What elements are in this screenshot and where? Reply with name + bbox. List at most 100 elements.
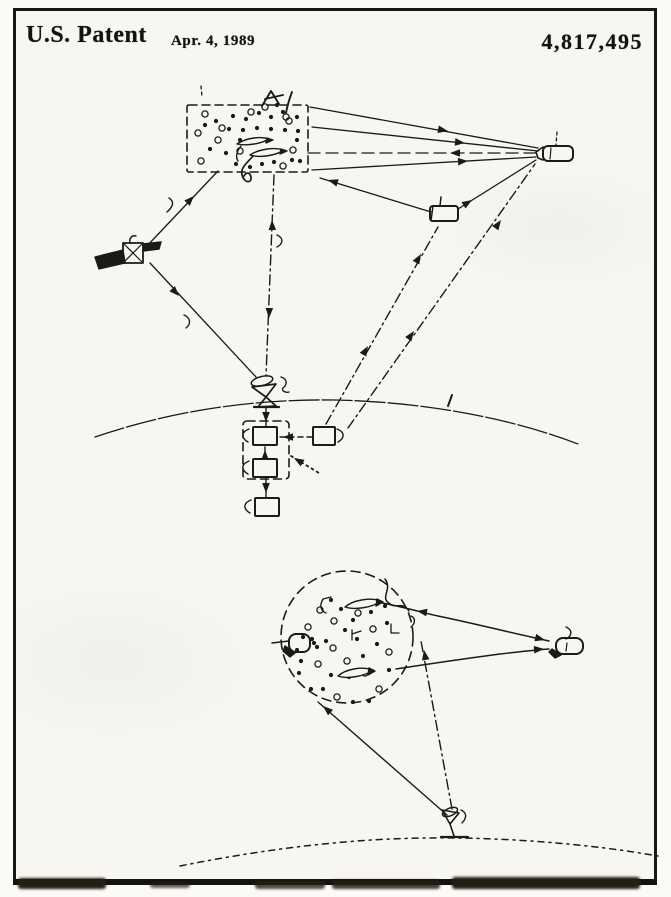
mark xyxy=(261,450,269,460)
reference-hook xyxy=(242,428,250,443)
cloud-particles xyxy=(194,102,303,170)
tick-mark xyxy=(200,85,203,98)
radar-beam-4 xyxy=(311,156,537,171)
mark xyxy=(533,645,544,654)
scan-smudge xyxy=(18,878,106,889)
reference-hook xyxy=(244,499,252,514)
cloud-particles xyxy=(294,597,393,705)
mark xyxy=(421,650,430,661)
output-box xyxy=(254,497,280,517)
comm-link-cloud-ground xyxy=(265,174,275,377)
reference-mark xyxy=(390,623,400,634)
sightline-left-sat-to-cloud xyxy=(145,170,219,248)
radar-beam-1 xyxy=(309,106,539,149)
figure-2-decoy-cloud-diagram xyxy=(179,570,659,867)
bus-strut xyxy=(122,242,144,264)
mark xyxy=(454,138,465,146)
satellite-stub xyxy=(271,640,290,644)
patent-date: Apr. 4, 1989 xyxy=(171,33,256,49)
reference-slash-mark xyxy=(285,91,293,114)
reentry-vehicle-1-tip xyxy=(265,137,274,144)
mark xyxy=(405,331,414,342)
mark xyxy=(457,157,468,166)
mark xyxy=(328,179,339,187)
satellite-nose xyxy=(535,146,544,161)
reference-tick xyxy=(447,394,453,407)
ground-antenna-dish xyxy=(441,806,459,818)
reference-hook xyxy=(336,428,344,443)
solar-panel-left xyxy=(94,249,126,270)
sightline-ground-to-cloud xyxy=(317,701,448,816)
reference-hook xyxy=(166,197,174,213)
mark xyxy=(262,483,270,493)
satellite-panel xyxy=(548,648,562,659)
mark xyxy=(461,200,472,209)
ground-antenna-upper xyxy=(251,383,277,398)
reentry-vehicle-2 xyxy=(249,147,285,158)
mark xyxy=(412,254,421,265)
satellite-interceptor-mid xyxy=(429,205,459,222)
reference-hook xyxy=(280,376,290,393)
particle xyxy=(311,640,317,646)
mark xyxy=(323,706,334,716)
scan-smudge xyxy=(150,882,190,888)
reference-hook xyxy=(410,615,416,628)
satellite-antenna-tick xyxy=(439,196,442,207)
satellite-sensor-right xyxy=(555,637,584,655)
solar-panel-right xyxy=(142,241,162,252)
reference-hook xyxy=(242,460,250,475)
reentry-vehicle-2-tip xyxy=(279,148,288,155)
mark xyxy=(283,433,293,441)
reentry-vehicle-1 xyxy=(236,136,270,146)
satellite-body-line xyxy=(565,642,568,652)
mark xyxy=(268,220,277,231)
processor-box xyxy=(252,458,278,478)
ground-antenna-body xyxy=(441,809,460,825)
patent-number: 4,817,495 xyxy=(541,29,643,54)
sightline-mid-sat-to-cloud xyxy=(319,177,432,213)
downlink-left-sat-to-ground xyxy=(149,262,257,378)
satellite-antenna-tick xyxy=(555,131,558,146)
figure-label-mark xyxy=(261,90,284,107)
scan-smudge xyxy=(332,880,440,889)
earth-horizon xyxy=(179,837,659,867)
mark xyxy=(265,307,274,318)
reentry-vehicle-2-tip xyxy=(367,667,376,676)
reference-hook xyxy=(183,314,191,329)
reference-hook xyxy=(565,626,572,640)
satellite-in-cloud xyxy=(288,633,311,653)
uplink-ground-to-cloud xyxy=(420,640,453,810)
satellite-body-line xyxy=(549,147,552,160)
reentry-vehicle-1 xyxy=(344,598,382,610)
mark xyxy=(417,608,428,617)
earth-horizon xyxy=(94,399,579,445)
satellite-mast xyxy=(129,235,137,244)
figure-1-space-tracking-diagram xyxy=(94,85,579,517)
reference-hook xyxy=(460,809,467,824)
satellite-panel xyxy=(282,645,296,658)
threat-cloud-boundary xyxy=(186,104,309,173)
receiver-box xyxy=(252,426,278,446)
swirl-mark-small xyxy=(235,145,242,162)
sightline-lower xyxy=(395,648,550,670)
scan-smudge xyxy=(452,877,640,889)
mark xyxy=(450,149,460,157)
swirl-mark xyxy=(240,155,254,183)
mark xyxy=(534,633,545,642)
reference-hook xyxy=(276,234,283,248)
mark xyxy=(492,220,501,231)
uplink-to-right-sat xyxy=(347,163,536,429)
satellite-body-line xyxy=(430,205,434,222)
reference-hook xyxy=(320,596,332,614)
mark xyxy=(359,346,368,357)
satellite-sensor-right xyxy=(542,145,574,162)
mark xyxy=(262,412,270,422)
sightline-upper xyxy=(381,602,550,642)
patent-title: U.S. Patent xyxy=(26,22,147,48)
mark xyxy=(437,125,448,134)
mark xyxy=(294,458,305,467)
reference-mark xyxy=(351,629,362,641)
transmitter-box xyxy=(312,426,336,446)
